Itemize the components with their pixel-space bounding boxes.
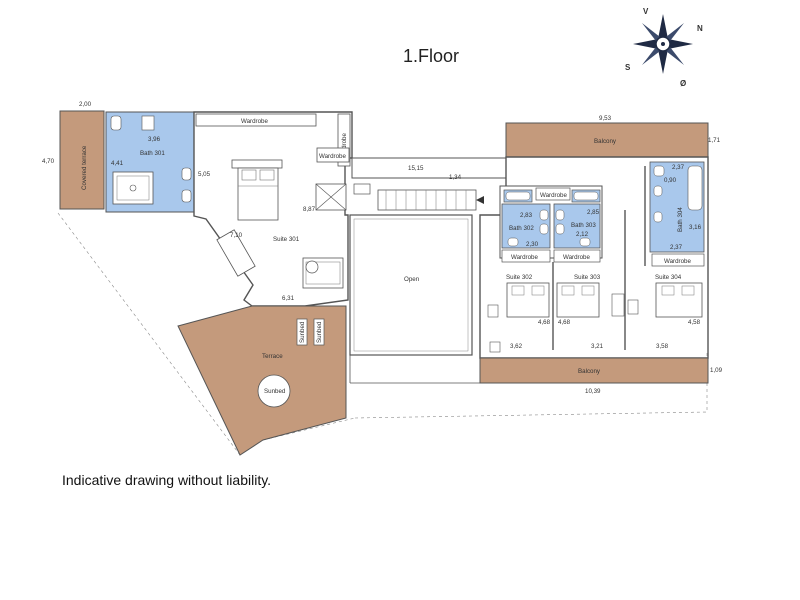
dim-4-68-a: 4,68 bbox=[538, 319, 551, 326]
dim-0-90: 0,90 bbox=[664, 177, 677, 184]
dim-7-10: 7,10 bbox=[230, 232, 243, 239]
compass-o-label: Ø bbox=[680, 79, 686, 88]
wardrobe-small-label: Wardrobe bbox=[319, 153, 346, 160]
dim-5-05: 5,05 bbox=[198, 171, 211, 178]
wardrobe-vertical-label: Wardrobe bbox=[341, 133, 348, 160]
dim-2-30: 2,30 bbox=[526, 241, 539, 248]
open-area bbox=[349, 214, 473, 356]
bath-302-label: Bath 302 bbox=[509, 225, 534, 232]
compass-v-label: V bbox=[643, 7, 649, 16]
dim-1-09: 1,09 bbox=[710, 367, 723, 374]
compass-s-label: S bbox=[625, 63, 631, 72]
suite-304-label: Suite 304 bbox=[655, 274, 682, 281]
dim-2-83: 2,83 bbox=[520, 212, 533, 219]
dim-1-71: 1,71 bbox=[708, 137, 721, 144]
dim-3-16: 3,16 bbox=[689, 224, 702, 231]
dim-10-39: 10,39 bbox=[585, 388, 601, 395]
balcony-top-label: Balcony bbox=[594, 138, 617, 145]
dim-3-21: 3,21 bbox=[591, 343, 604, 350]
compass-icon bbox=[633, 14, 693, 74]
wardrobe-302-303-label: Wardrobe bbox=[540, 192, 567, 199]
dim-1-34: 1,34 bbox=[449, 174, 462, 181]
balcony-bottom-area bbox=[479, 357, 709, 384]
sunbed-1-label: Sunbed bbox=[299, 321, 306, 343]
disclaimer-text: Indicative drawing without liability. bbox=[62, 472, 272, 488]
dim-2-85: 2,85 bbox=[587, 209, 600, 216]
wardrobe-304-label: Wardrobe bbox=[664, 258, 691, 265]
dim-4-58: 4,58 bbox=[688, 319, 701, 326]
round-sunbed bbox=[257, 374, 291, 408]
sunbed-2-label: Sunbed bbox=[316, 321, 323, 343]
wardrobe-302-label: Wardrobe bbox=[511, 254, 538, 261]
dim-4-70: 4,70 bbox=[42, 158, 55, 165]
dim-3-62: 3,62 bbox=[510, 343, 523, 350]
terrace-label: Terrace bbox=[262, 353, 283, 360]
floor-title: 1.Floor bbox=[403, 46, 460, 66]
covered-terrace-area bbox=[59, 110, 105, 210]
balcony-bottom-label: Balcony bbox=[578, 368, 601, 375]
dim-8-87: 8,87 bbox=[303, 206, 316, 213]
dim-2-37-bottom: 2,37 bbox=[670, 244, 683, 251]
bath-303-label: Bath 303 bbox=[571, 222, 596, 229]
dim-2-12: 2,12 bbox=[576, 231, 589, 238]
dim-2-37-top: 2,37 bbox=[672, 164, 685, 171]
suite-302-label: Suite 302 bbox=[506, 274, 533, 281]
suite-301-label: Suite 301 bbox=[273, 236, 300, 243]
dim-9-53: 9,53 bbox=[599, 115, 612, 122]
dim-3-58: 3,58 bbox=[656, 343, 669, 350]
round-sunbed-label: Sunbed bbox=[264, 388, 286, 395]
dim-6-31: 6,31 bbox=[282, 295, 295, 302]
dim-15-15: 15,15 bbox=[408, 165, 424, 172]
dim-4-68-b: 4,68 bbox=[558, 319, 571, 326]
dim-2-00: 2,00 bbox=[79, 101, 92, 108]
bath-304-label: Bath 304 bbox=[677, 207, 684, 232]
bath-301-label: Bath 301 bbox=[140, 150, 165, 157]
dim-4-41: 4,41 bbox=[111, 160, 124, 167]
wardrobe-303-label: Wardrobe bbox=[563, 254, 590, 261]
wardrobe-top-label: Wardrobe bbox=[241, 118, 268, 125]
covered-terrace-label: Covered terrace bbox=[81, 145, 88, 190]
open-label: Open bbox=[404, 276, 420, 283]
suite-303-label: Suite 303 bbox=[574, 274, 601, 281]
compass-n-label: N bbox=[697, 24, 703, 33]
dim-3-96: 3,96 bbox=[148, 136, 161, 143]
